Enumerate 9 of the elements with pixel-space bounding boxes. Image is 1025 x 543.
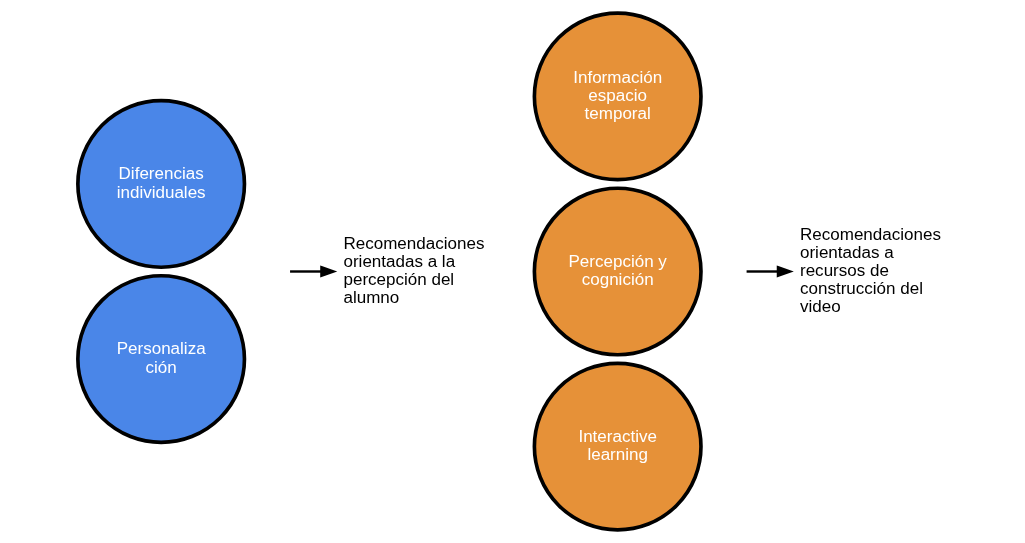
- node-circle: Información espacio temporal: [532, 11, 703, 182]
- arrow: [290, 265, 338, 278]
- arrow: [746, 265, 794, 278]
- node-circle: Percepción y cognición: [532, 186, 703, 357]
- node-circle: Personaliza ción: [76, 273, 247, 445]
- node-circle: Interactive learning: [532, 361, 703, 532]
- node-text: Recomendaciones orientadas a la percepción del alumno: [343, 233, 485, 308]
- node-text: Recomendaciones orientadas a recursos de construcción del video: [800, 224, 941, 317]
- node-circle: Diferencias individuales: [76, 98, 247, 270]
